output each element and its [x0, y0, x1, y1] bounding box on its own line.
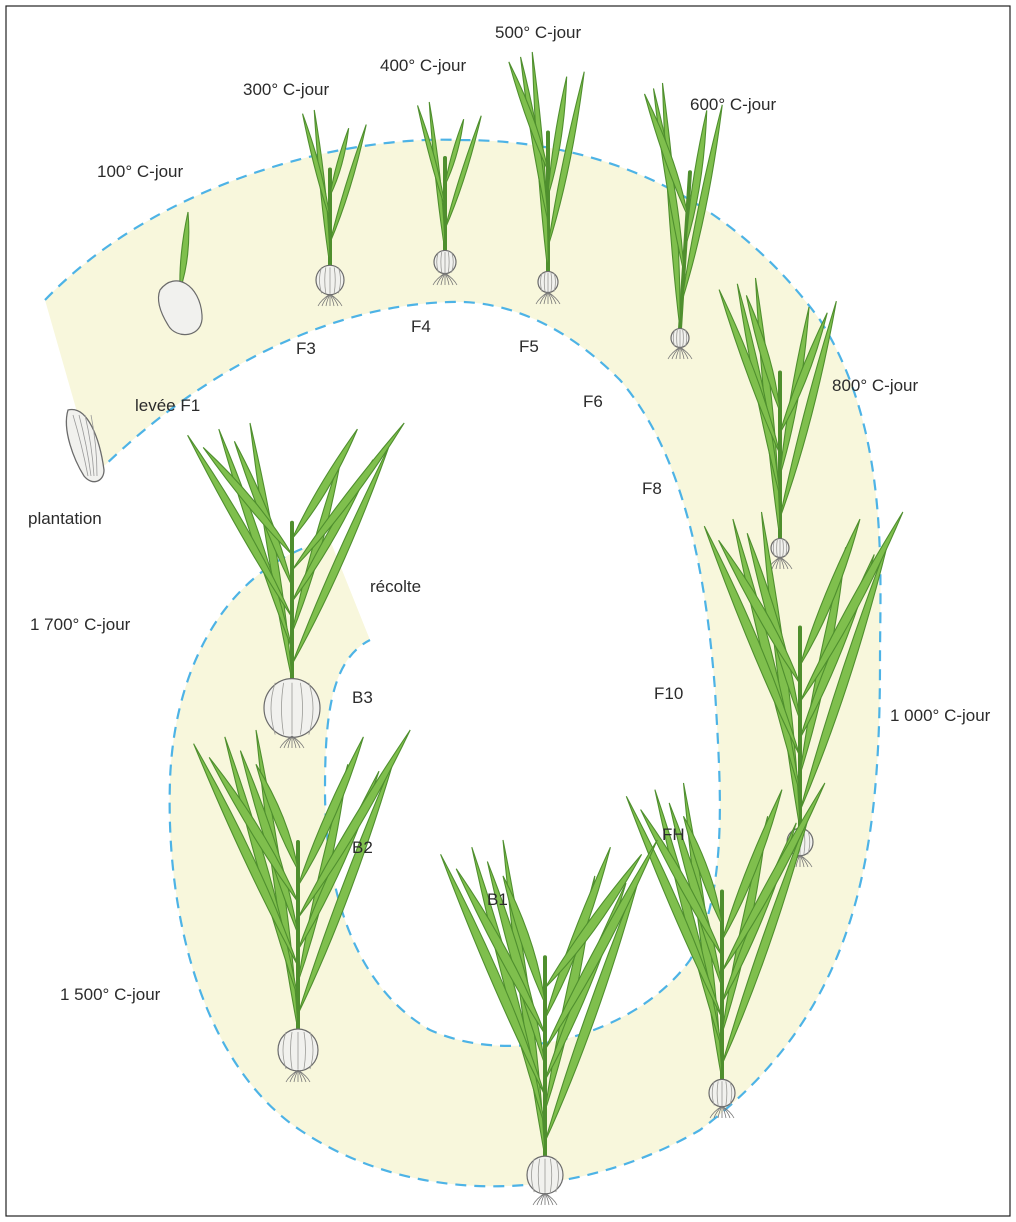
label-800-cjour: 800° C-jour [832, 376, 919, 395]
label-f10: F10 [654, 684, 683, 703]
label-1500-cjour: 1 500° C-jour [60, 985, 161, 1004]
label-levee-f1: levée F1 [135, 396, 200, 415]
label-f4: F4 [411, 317, 431, 336]
label-100-cjour: 100° C-jour [97, 162, 184, 181]
label-b3: B3 [352, 688, 373, 707]
label-fh: FH [662, 825, 685, 844]
label-recolte: récolte [370, 577, 421, 596]
label-f3: F3 [296, 339, 316, 358]
label-1700-cjour: 1 700° C-jour [30, 615, 131, 634]
label-500-cjour: 500° C-jour [495, 23, 582, 42]
label-b1: B1 [487, 890, 508, 909]
label-f5: F5 [519, 337, 539, 356]
leaf [188, 435, 292, 617]
label-400-cjour: 400° C-jour [380, 56, 467, 75]
label-f8: F8 [642, 479, 662, 498]
label-plantation: plantation [28, 509, 102, 528]
label-300-cjour: 300° C-jour [243, 80, 330, 99]
label-600-cjour: 600° C-jour [690, 95, 777, 114]
label-1000-cjour: 1 000° C-jour [890, 706, 991, 725]
label-b2: B2 [352, 838, 373, 857]
label-f6: F6 [583, 392, 603, 411]
